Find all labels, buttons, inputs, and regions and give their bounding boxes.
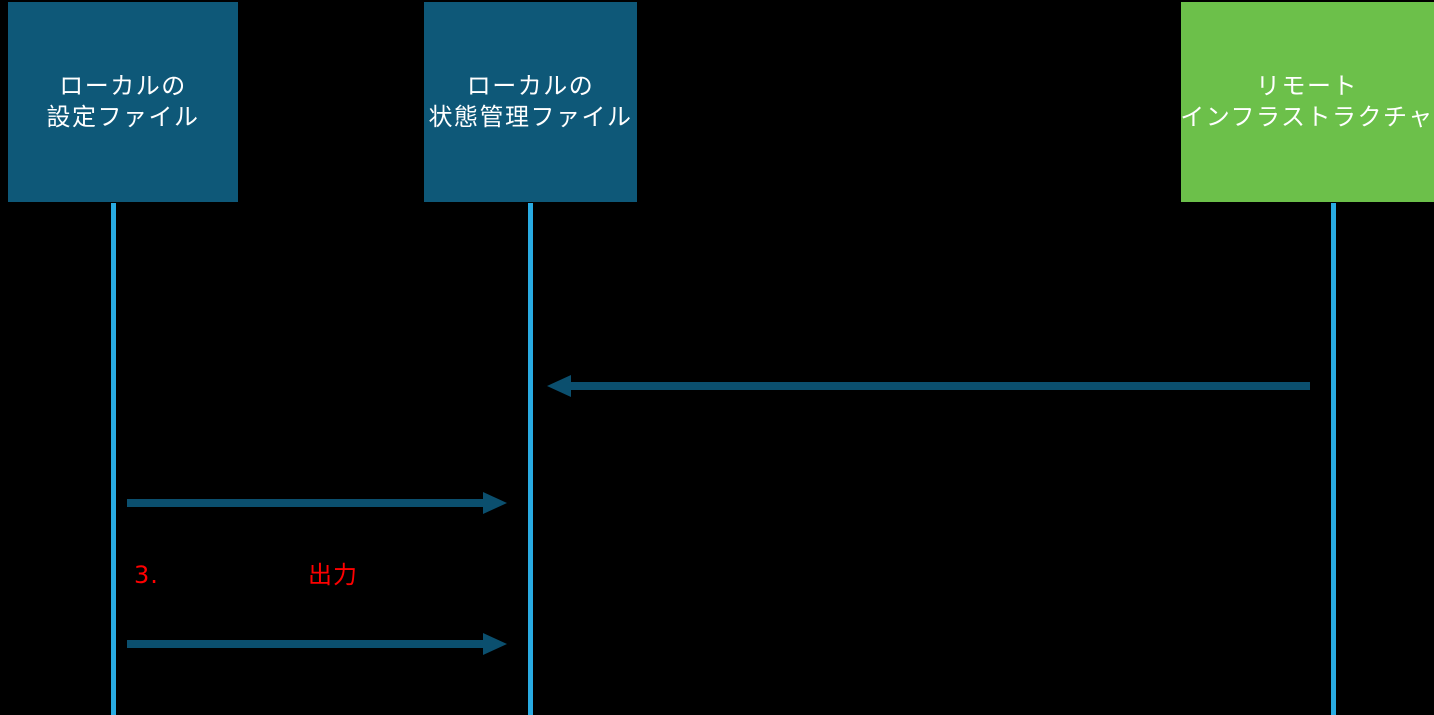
- actor-label-line: 設定ファイル: [46, 103, 200, 131]
- actor-label-line: リモート: [1256, 72, 1358, 100]
- arrowhead-right-icon: [483, 492, 507, 514]
- arrowhead-right-icon: [483, 633, 507, 655]
- actor-label-line: ローカルの: [466, 72, 595, 100]
- lifeline-local-state: [528, 203, 533, 715]
- lifeline-remote-infra: [1331, 203, 1336, 715]
- actor-remote-infrastructure: リモート インフラストラクチャ: [1180, 2, 1434, 202]
- lifeline-local-config: [111, 203, 116, 715]
- arrow-config-to-state-1-shaft: [127, 499, 483, 507]
- arrow-config-to-state-2-shaft: [127, 640, 483, 648]
- annotation-step-number: 3.: [134, 561, 159, 589]
- actor-local-config-file: ローカルの 設定ファイル: [8, 2, 238, 202]
- arrow-remote-to-state-shaft: [571, 382, 1310, 390]
- actor-local-state-file: ローカルの 状態管理ファイル: [424, 2, 637, 202]
- actor-label-line: ローカルの: [59, 72, 187, 100]
- actor-label-line: インフラストラクチャ: [1180, 103, 1434, 131]
- arrowhead-left-icon: [547, 375, 571, 397]
- actor-label-line: 状態管理ファイル: [428, 103, 633, 131]
- annotation-step-label: 出力: [308, 561, 358, 589]
